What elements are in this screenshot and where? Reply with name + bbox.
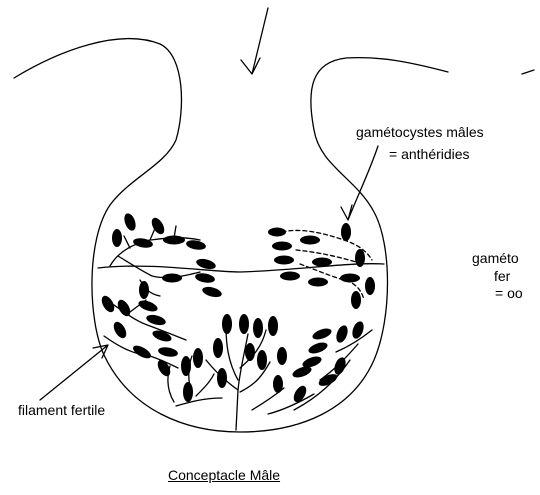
floor-line: [98, 264, 384, 272]
conceptacle-wall-left: [14, 39, 240, 432]
antheridia: [99, 212, 375, 404]
filaments-left: [104, 226, 200, 368]
oogonia-label-line-2: fer: [494, 268, 510, 285]
oogonia-label-line-3: = oo: [495, 285, 523, 302]
oogonia-label-line-1: gaméto: [472, 250, 519, 267]
filament-arrow: [40, 345, 108, 400]
antheridia-synonym-label: = anthéridies: [389, 146, 470, 163]
conceptacle-wall-right: [240, 58, 448, 432]
filament-label: filament fertile: [18, 402, 105, 419]
thallus-edge-mark: [522, 70, 534, 74]
antheridia-label: gamétocystes mâles: [356, 124, 484, 141]
diagram-title: Conceptacle Mâle: [168, 467, 280, 484]
entry-arrow: [241, 8, 268, 74]
oogonia-label-group: gaméto fer = oo: [440, 250, 540, 310]
